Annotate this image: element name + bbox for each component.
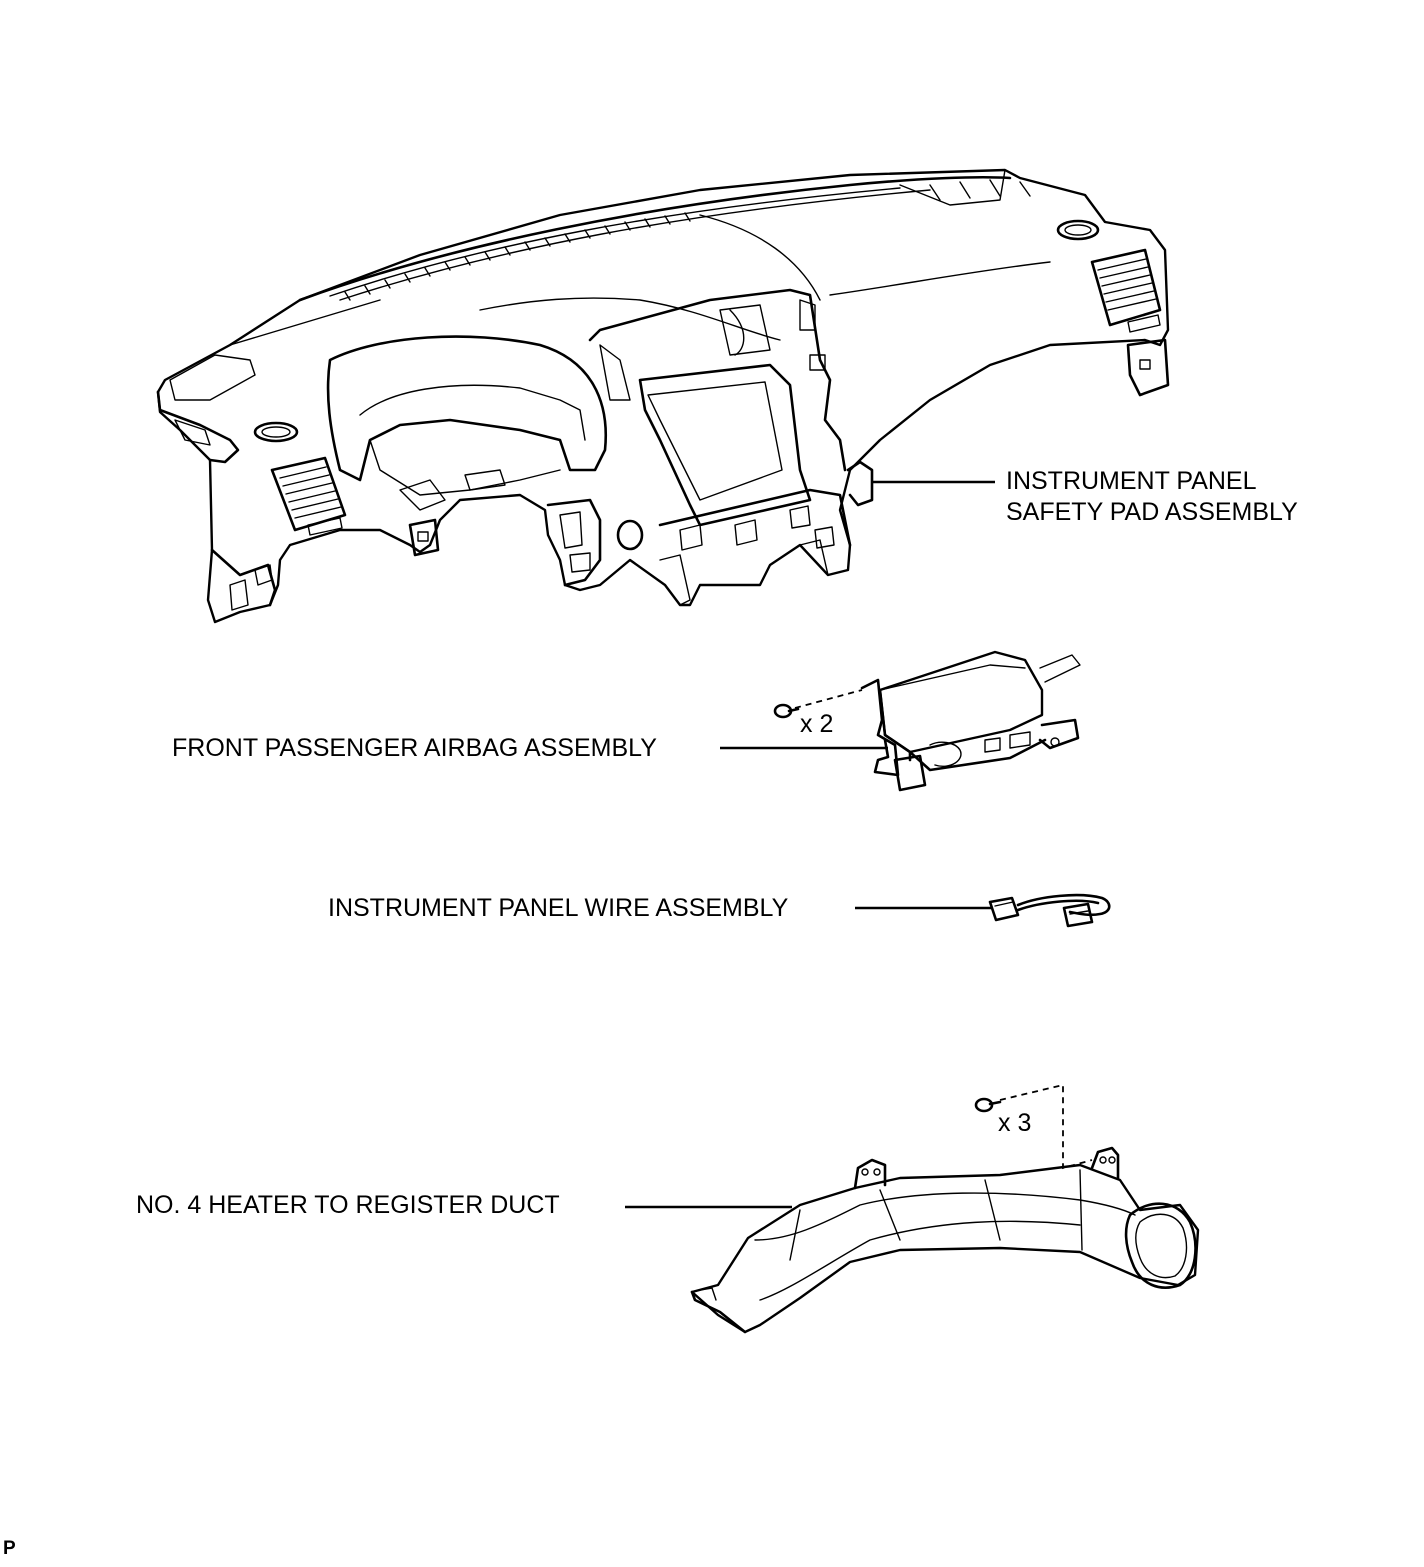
heater-to-register-duct-drawing	[690, 1146, 1200, 1334]
instrument-panel-wire-drawing	[988, 893, 1111, 928]
corner-mark: P	[3, 1538, 16, 1559]
duct-clip-icon	[974, 1097, 1002, 1113]
duct-clip-quantity: x 3	[998, 1109, 1032, 1137]
safety-pad-label-line2: SAFETY PAD ASSEMBLY	[1006, 498, 1298, 526]
airbag-screw-dashed-line	[794, 689, 863, 709]
airbag-label: FRONT PASSENGER AIRBAG ASSEMBLY	[172, 734, 657, 762]
front-passenger-airbag-drawing	[860, 650, 1081, 792]
safety-pad-label-line1: INSTRUMENT PANEL	[1006, 467, 1257, 495]
airbag-screw-quantity: x 2	[800, 710, 834, 738]
wire-label: INSTRUMENT PANEL WIRE ASSEMBLY	[328, 894, 789, 922]
airbag-screw-icon	[773, 703, 800, 719]
instrument-panel-safety-pad-drawing	[156, 168, 1170, 624]
duct-label: NO. 4 HEATER TO REGISTER DUCT	[136, 1191, 560, 1219]
